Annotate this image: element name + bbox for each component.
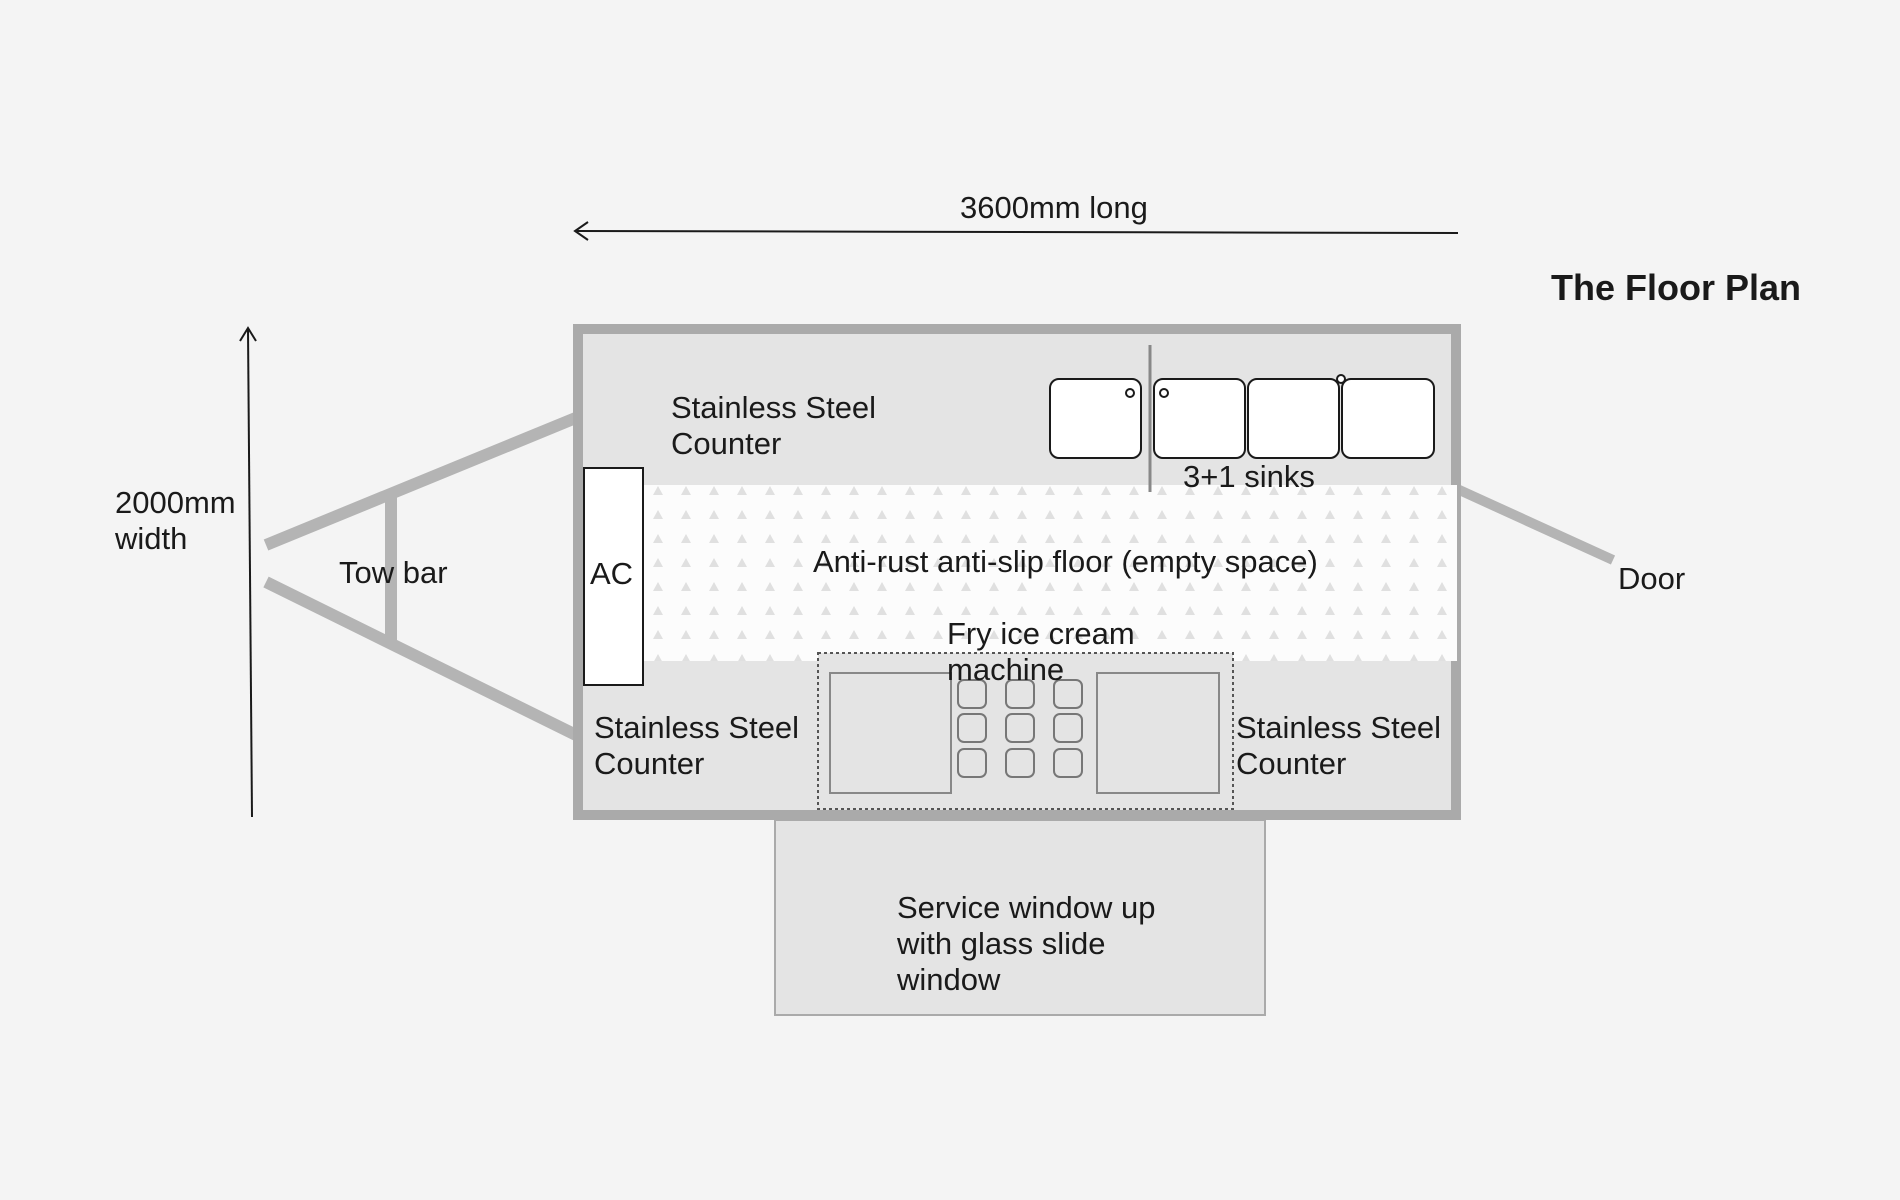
page-title: The Floor Plan	[1551, 267, 1802, 308]
top-counter-label: Stainless Steel Counter	[671, 390, 877, 461]
door-label: Door	[1618, 561, 1686, 596]
service-window	[774, 819, 1266, 1016]
bottom-right-counter-label: Stainless Steel Counter	[1236, 710, 1442, 781]
faucet-1	[1125, 388, 1135, 398]
service-window-label: Service window up with glass slide windo…	[897, 890, 1156, 997]
door	[1452, 483, 1616, 565]
sink-3	[1247, 378, 1340, 459]
width-label: 2000mm width	[115, 485, 236, 556]
length-label: 3600mm long	[960, 190, 1148, 225]
sinks-label: 3+1 sinks	[1183, 459, 1315, 494]
ac-label: AC	[590, 556, 634, 591]
sink-4	[1341, 378, 1435, 459]
control-knobs	[957, 679, 1083, 778]
sink-2	[1153, 378, 1246, 459]
fry-pan-left	[829, 672, 952, 794]
width-dimension-arrow	[239, 326, 257, 818]
sink-1	[1049, 378, 1142, 459]
bottom-left-counter-label: Stainless Steel Counter	[594, 710, 800, 781]
faucet-3	[1336, 374, 1346, 384]
fry-ice-cream-machine	[817, 652, 1234, 810]
fry-pan-right	[1096, 672, 1220, 794]
sinks	[1049, 374, 1435, 459]
tow-bar-label: Tow bar	[339, 555, 448, 590]
fryer-label: Fry ice cream machine	[947, 616, 1135, 687]
tow-bar	[263, 411, 581, 742]
length-dimension-arrow	[573, 221, 1459, 241]
floor-label: Anti-rust anti-slip floor (empty space)	[813, 544, 1318, 579]
faucet-2	[1159, 388, 1169, 398]
ac-unit	[583, 467, 644, 686]
